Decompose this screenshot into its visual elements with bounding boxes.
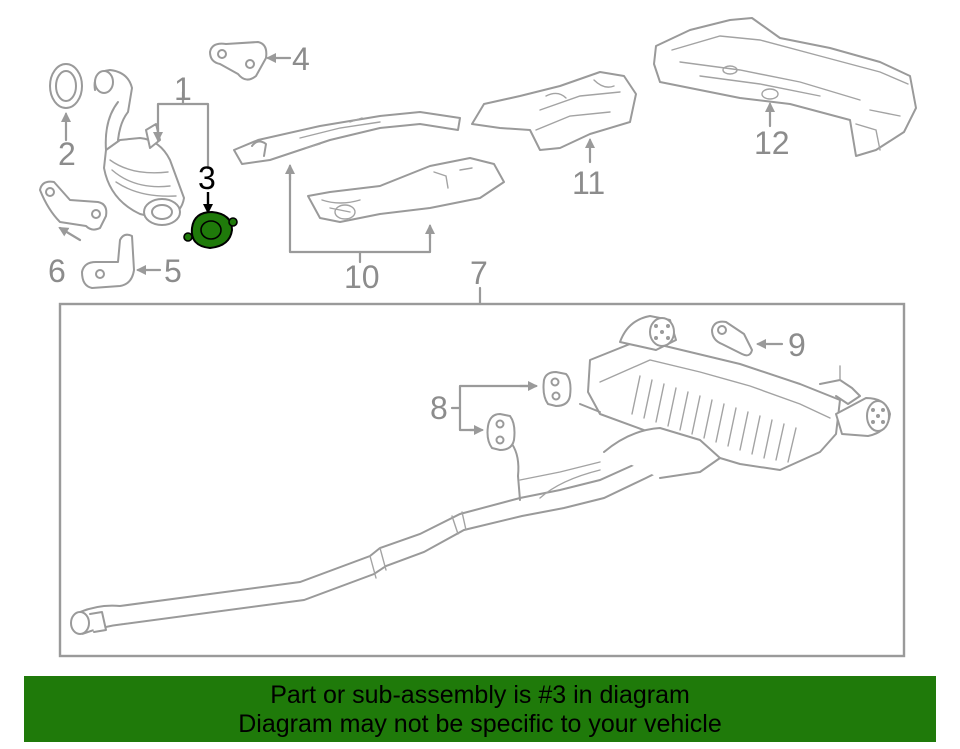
callout-5: 5 bbox=[164, 253, 182, 289]
part-7-assembly-frame bbox=[58, 302, 906, 658]
info-banner: Part or sub-assembly is #3 in diagram Di… bbox=[24, 676, 936, 742]
callout-3: 3 bbox=[198, 160, 216, 196]
callout-1: 1 bbox=[174, 71, 192, 107]
part-11-heat-shield[interactable] bbox=[471, 71, 637, 164]
part-2-gasket[interactable] bbox=[49, 63, 83, 142]
callout-2: 2 bbox=[58, 136, 76, 172]
banner-line-2: Diagram may not be specific to your vehi… bbox=[238, 710, 722, 738]
callout-7: 7 bbox=[470, 255, 488, 291]
part-7-muffler-assembly[interactable] bbox=[70, 315, 891, 635]
part-9-bracket[interactable] bbox=[711, 320, 784, 357]
part-3-gasket-highlighted[interactable] bbox=[183, 192, 238, 250]
callout-11: 11 bbox=[572, 165, 605, 201]
callout-12: 12 bbox=[754, 125, 790, 161]
part-4-bracket[interactable] bbox=[209, 41, 292, 81]
callout-8: 8 bbox=[430, 390, 448, 426]
part-6-bracket[interactable] bbox=[39, 180, 108, 242]
callout-10: 10 bbox=[344, 259, 380, 295]
part-8-isolators[interactable] bbox=[450, 371, 572, 451]
callout-9: 9 bbox=[788, 327, 806, 363]
part-10-heat-shields[interactable] bbox=[233, 111, 505, 264]
banner-line-1: Part or sub-assembly is #3 in diagram bbox=[270, 681, 690, 709]
callout-6: 6 bbox=[48, 253, 66, 289]
callout-4: 4 bbox=[292, 41, 310, 77]
part-1-catalytic-converter[interactable] bbox=[93, 69, 210, 226]
part-12-heat-shield[interactable] bbox=[653, 17, 917, 157]
part-5-bracket[interactable] bbox=[81, 233, 162, 289]
